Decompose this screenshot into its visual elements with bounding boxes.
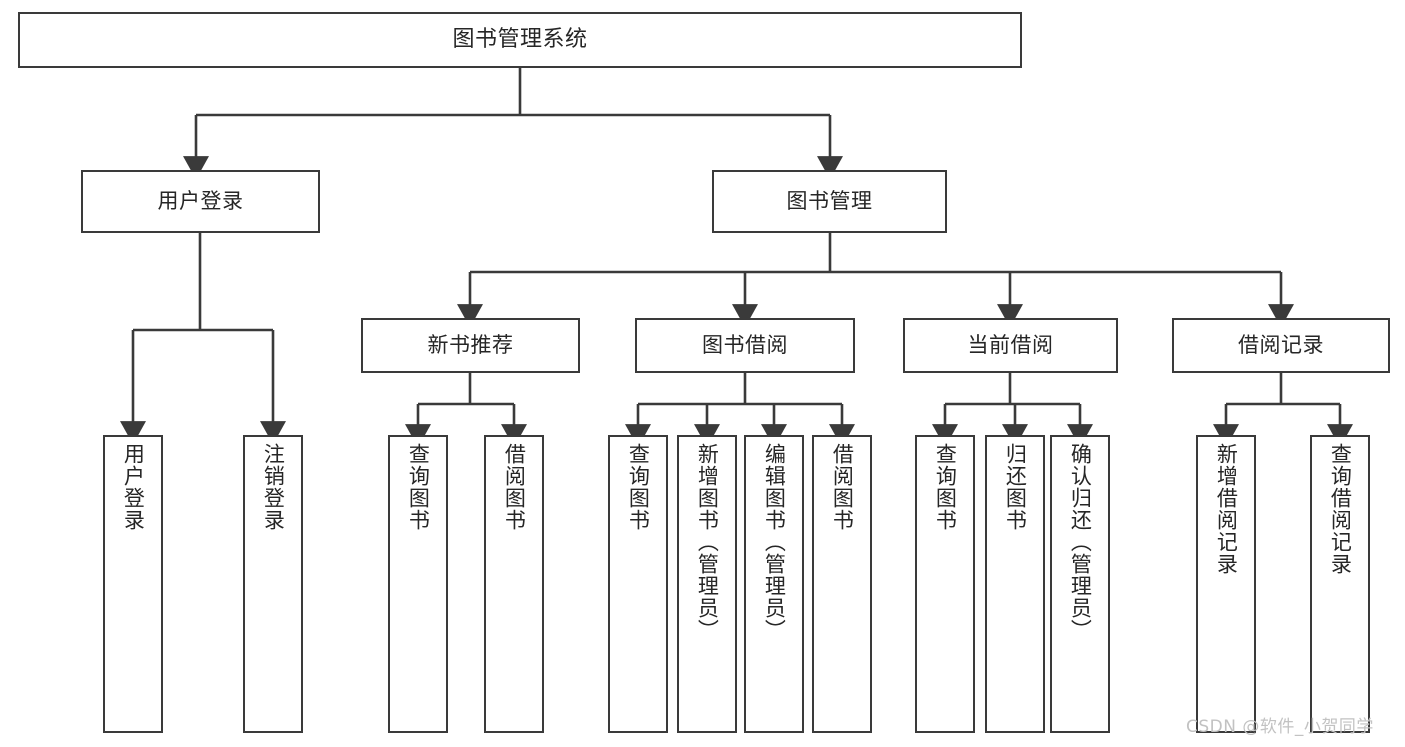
- node-leaf-edit-book-admin[interactable]: 编辑图书（管理员）: [744, 435, 804, 733]
- node-leaf-label: 编辑图书（管理员）: [762, 443, 787, 641]
- node-user-login[interactable]: 用户登录: [81, 170, 320, 233]
- node-borrow-record-label: 借阅记录: [1238, 332, 1324, 357]
- node-current-borrow[interactable]: 当前借阅: [903, 318, 1118, 373]
- node-leaf-add-book-admin[interactable]: 新增图书（管理员）: [677, 435, 737, 733]
- node-leaf-label: 确认归还（管理员）: [1068, 443, 1093, 641]
- node-leaf-label: 查询借阅记录: [1328, 443, 1353, 575]
- node-leaf-label: 借阅图书: [502, 443, 527, 531]
- node-current-borrow-label: 当前借阅: [967, 332, 1054, 357]
- node-leaf-label: 归还图书: [1003, 443, 1028, 531]
- node-leaf-label: 注销登录: [261, 443, 286, 531]
- node-book-management-label: 图书管理: [786, 188, 873, 213]
- node-leaf-label: 新增借阅记录: [1214, 443, 1239, 575]
- node-book-borrow[interactable]: 图书借阅: [635, 318, 855, 373]
- node-leaf-return-book[interactable]: 归还图书: [985, 435, 1045, 733]
- node-borrow-record[interactable]: 借阅记录: [1172, 318, 1390, 373]
- node-leaf-query-book-borrow[interactable]: 查询图书: [608, 435, 668, 733]
- node-leaf-query-book-current[interactable]: 查询图书: [915, 435, 975, 733]
- node-leaf-borrow-book[interactable]: 借阅图书: [812, 435, 872, 733]
- watermark: CSDN @软件_小贺同学: [1186, 717, 1374, 737]
- node-leaf-borrow-book-new[interactable]: 借阅图书: [484, 435, 544, 733]
- node-new-book-recommend[interactable]: 新书推荐: [361, 318, 580, 373]
- node-leaf-add-borrow-record[interactable]: 新增借阅记录: [1196, 435, 1256, 733]
- node-root-label: 图书管理系统: [452, 26, 588, 52]
- node-leaf-label: 查询图书: [406, 443, 431, 531]
- node-leaf-label: 查询图书: [933, 443, 958, 531]
- node-leaf-query-borrow-record[interactable]: 查询借阅记录: [1310, 435, 1370, 733]
- node-book-management[interactable]: 图书管理: [712, 170, 947, 233]
- node-leaf-label: 用户登录: [121, 443, 146, 531]
- node-leaf-label: 查询图书: [626, 443, 651, 531]
- node-book-borrow-label: 图书借阅: [702, 332, 788, 357]
- node-leaf-logout[interactable]: 注销登录: [243, 435, 303, 733]
- node-leaf-user-login[interactable]: 用户登录: [103, 435, 163, 733]
- node-leaf-query-book-new[interactable]: 查询图书: [388, 435, 448, 733]
- node-leaf-confirm-return-admin[interactable]: 确认归还（管理员）: [1050, 435, 1110, 733]
- node-root[interactable]: 图书管理系统: [18, 12, 1022, 68]
- node-leaf-label: 新增图书（管理员）: [695, 443, 720, 641]
- node-new-book-recommend-label: 新书推荐: [427, 332, 514, 357]
- node-user-login-label: 用户登录: [157, 188, 244, 213]
- node-leaf-label: 借阅图书: [830, 443, 855, 531]
